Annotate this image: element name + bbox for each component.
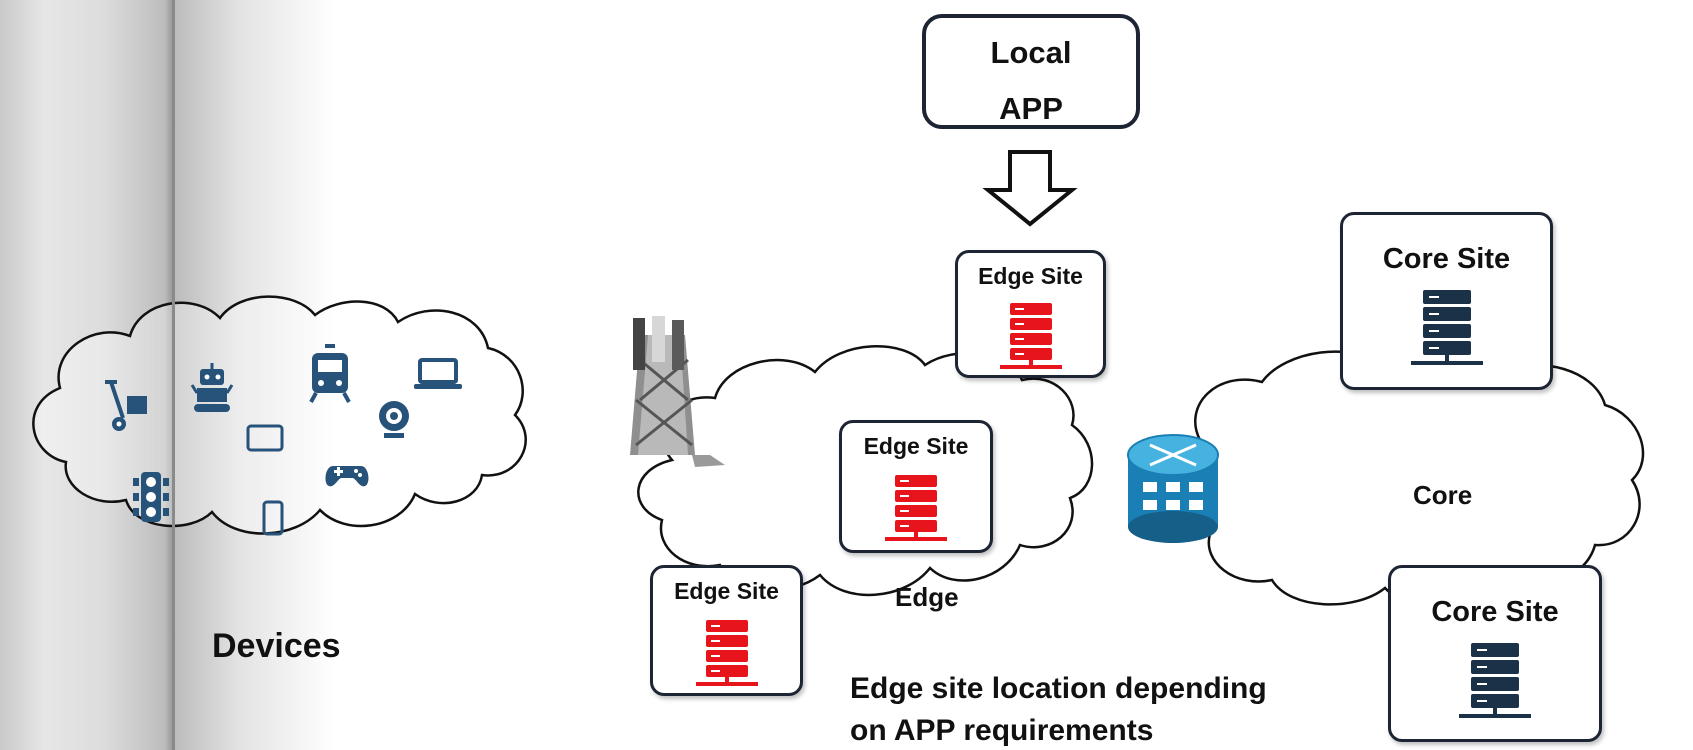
edge-site-top: Edge Site bbox=[955, 250, 1106, 378]
local-app-label-line2: APP bbox=[999, 91, 1063, 126]
page-fold-line bbox=[172, 0, 175, 750]
laptop-icon bbox=[414, 358, 462, 389]
core-site-bottom: Core Site bbox=[1388, 565, 1602, 742]
robot-icon bbox=[190, 363, 234, 412]
traffic-light-icon bbox=[133, 472, 169, 522]
edge-server-icon bbox=[695, 620, 758, 686]
core-site-label: Core Site bbox=[1431, 596, 1559, 628]
webcam-icon bbox=[379, 401, 409, 438]
caption-line2: on APP requirements bbox=[850, 714, 1154, 747]
edge-server-icon bbox=[999, 303, 1062, 369]
cell-tower-icon bbox=[630, 316, 725, 467]
page-fold-shadow bbox=[0, 0, 175, 750]
edge-site-label: Edge Site bbox=[674, 578, 779, 604]
core-site-label: Core Site bbox=[1382, 243, 1511, 275]
local-app-box: Local APP bbox=[922, 14, 1140, 129]
down-arrow-icon bbox=[982, 150, 1078, 227]
tram-icon bbox=[309, 344, 351, 403]
edge-site-middle: Edge Site bbox=[839, 420, 993, 553]
local-app-label-line1: Local bbox=[990, 35, 1072, 70]
router-icon bbox=[1127, 434, 1219, 543]
edge-cloud-label: Edge bbox=[895, 582, 959, 612]
smartphone-icon bbox=[262, 500, 284, 536]
edge-site-bottom: Edge Site bbox=[650, 565, 803, 696]
core-cloud-label: Core bbox=[1413, 480, 1473, 510]
edge-site-label: Edge Site bbox=[978, 263, 1083, 289]
core-server-icon bbox=[1459, 643, 1531, 718]
edge-server-icon bbox=[885, 475, 947, 541]
core-server-icon bbox=[1410, 290, 1483, 365]
tablet-icon bbox=[246, 424, 284, 452]
caption-line1: Edge site location depending bbox=[850, 672, 1267, 705]
edge-site-label: Edge Site bbox=[863, 433, 969, 459]
devices-cloud bbox=[32, 295, 527, 535]
game-controller-icon bbox=[325, 466, 369, 487]
core-site-top: Core Site bbox=[1340, 212, 1553, 390]
devices-label: Devices bbox=[212, 627, 341, 665]
scooter-icon bbox=[105, 380, 147, 431]
